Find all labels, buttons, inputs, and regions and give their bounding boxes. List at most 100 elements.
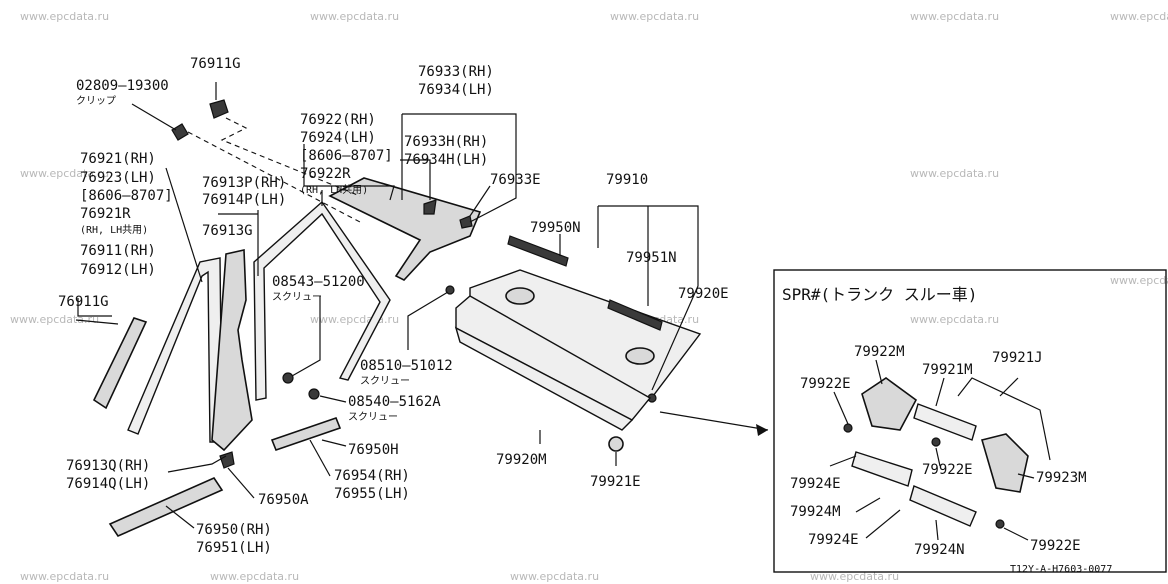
rail-79921m-shape: [913, 403, 977, 441]
spr-inset-box: [773, 269, 1167, 573]
scuff-76950-shape: [108, 476, 224, 538]
screw-08540-shape: [308, 388, 320, 400]
label-79922e-a: 79922E: [800, 376, 851, 392]
label-76923lh: 76923(LH): [80, 170, 156, 186]
spr-title: SPR#(トランク スルー車): [782, 285, 977, 304]
label-76914qlh: 76914Q(LH): [66, 476, 150, 492]
screw-08543-shape: [282, 372, 294, 384]
label-08543: 08543—51200: [272, 274, 365, 290]
clip-79921e-shape: [608, 436, 624, 452]
pillar-76913-shape: [211, 249, 253, 452]
label-76933rh: 76933(RH): [418, 64, 494, 80]
scuff-76950h-shape: [270, 416, 342, 452]
label-08510: 08510—51012: [360, 358, 453, 374]
watermark: www.epcdata.ru: [20, 570, 109, 583]
leader-lines: [75, 82, 1035, 541]
label-08540: 08540—5162A: [348, 394, 441, 410]
clip-76933e-shape: [459, 215, 473, 229]
center-parts: [328, 177, 769, 452]
label-79920m: 79920M: [496, 452, 547, 468]
label-76922r: 76922R: [300, 166, 351, 182]
label-76911g-top: 76911G: [190, 56, 241, 72]
label-79920e: 79920E: [678, 286, 729, 302]
label-76951lh: 76951(LH): [196, 540, 272, 556]
spr-parts: [843, 377, 1051, 529]
label-76914plh: 76914P(LH): [202, 192, 286, 208]
watermark: www.epcdata.ru: [910, 167, 999, 180]
strip-79950n-shape: [507, 235, 569, 267]
speaker-hole-left: [505, 287, 535, 305]
label-screw-a: スクリュー: [272, 291, 322, 303]
label-76913prh: 76913P(RH): [202, 175, 286, 191]
watermark: www.epcdata.ru: [210, 570, 299, 583]
label-76950a: 76950A: [258, 492, 309, 508]
trim-panel-79920m-lower: [454, 326, 634, 431]
label-76933hrh: 76933H(RH): [404, 134, 488, 150]
garnish-76933-shape: [328, 177, 482, 281]
label-rhlh-b: (RH, LH共用): [300, 184, 368, 196]
trim-panel-79920m-shape: [455, 295, 652, 421]
label-79951n: 79951N: [626, 250, 677, 266]
watermark: www.epcdata.ru: [20, 10, 109, 23]
label-79922m: 79922M: [854, 344, 905, 360]
diagram-code: T12Y-A-H7603-0077: [1010, 564, 1112, 575]
label-76913g: 76913G: [202, 223, 253, 239]
watermark: www.epcdata.ru: [10, 313, 99, 326]
left-parts: [92, 99, 391, 538]
watermark: www.epcdata.ru: [310, 10, 399, 23]
clip-76950a-shape: [219, 451, 235, 469]
watermark: www.epcdata.ru: [20, 167, 109, 180]
trim-76911-shape: [92, 317, 148, 410]
label-76955lh: 76955(LH): [334, 486, 410, 502]
watermark: www.epcdata.ru: [910, 313, 999, 326]
label-76912lh: 76912(LH): [80, 262, 156, 278]
label-screw-b: スクリュー: [360, 375, 410, 387]
label-79921e: 79921E: [590, 474, 641, 490]
label-8606a: [8606—8707]: [80, 188, 173, 204]
clip-76933h-shape: [423, 199, 437, 215]
clip-79922e-shape: [843, 423, 853, 433]
label-76924lh: 76924(LH): [300, 130, 376, 146]
label-79924e-a: 79924E: [790, 476, 841, 492]
strip-79921j-shape: [957, 377, 1051, 461]
label-76921rh: 76921(RH): [80, 151, 156, 167]
label-76921r: 76921R: [80, 206, 131, 222]
label-clip: クリップ: [76, 95, 116, 107]
label-76913qrh: 76913Q(RH): [66, 458, 150, 474]
panel-79924m-shape: [851, 451, 913, 487]
clip-02809-shape: [171, 123, 189, 141]
label-76911g-left: 76911G: [58, 294, 109, 310]
label-79923m: 79923M: [1036, 470, 1087, 486]
label-79921m: 79921M: [922, 362, 973, 378]
label-screw-c: スクリュー: [348, 411, 398, 423]
weatherstrip-76921-shape: [127, 257, 223, 443]
arrow-head-icon: [756, 424, 768, 436]
label-79922e-b: 79922E: [922, 462, 973, 478]
label-76934lh: 76934(LH): [418, 82, 494, 98]
label-79924e-b: 79924E: [808, 532, 859, 548]
label-76933e: 76933E: [490, 172, 541, 188]
label-79950n: 79950N: [530, 220, 581, 236]
watermark: www.epcdata.ru: [510, 570, 599, 583]
speaker-hole-right: [625, 347, 655, 365]
weatherstrip-76922-shape: [253, 200, 391, 401]
label-79924n: 79924N: [914, 542, 965, 558]
label-79924m: 79924M: [790, 504, 841, 520]
label-8606b: [8606—8707]: [300, 148, 393, 164]
label-76950h: 76950H: [348, 442, 399, 458]
watermark: www.epcdata.ru: [810, 570, 899, 583]
clip-79922e-shape: [931, 437, 941, 447]
arrow-to-spr-line: [659, 411, 769, 431]
watermark: www.epcdata.ru: [610, 10, 699, 23]
bracket-79922m-shape: [861, 377, 918, 431]
label-79910: 79910: [606, 172, 648, 188]
label-79921j: 79921J: [992, 350, 1043, 366]
label-76950rh: 76950(RH): [196, 522, 272, 538]
label-rhlh-a: (RH, LH共用): [80, 224, 148, 236]
watermark: www.epcdata.ru: [1110, 10, 1168, 23]
watermark: www.epcdata.ru: [310, 313, 399, 326]
label-76934hlh: 76934H(LH): [404, 152, 488, 168]
clip-76911g-shape: [209, 99, 229, 119]
